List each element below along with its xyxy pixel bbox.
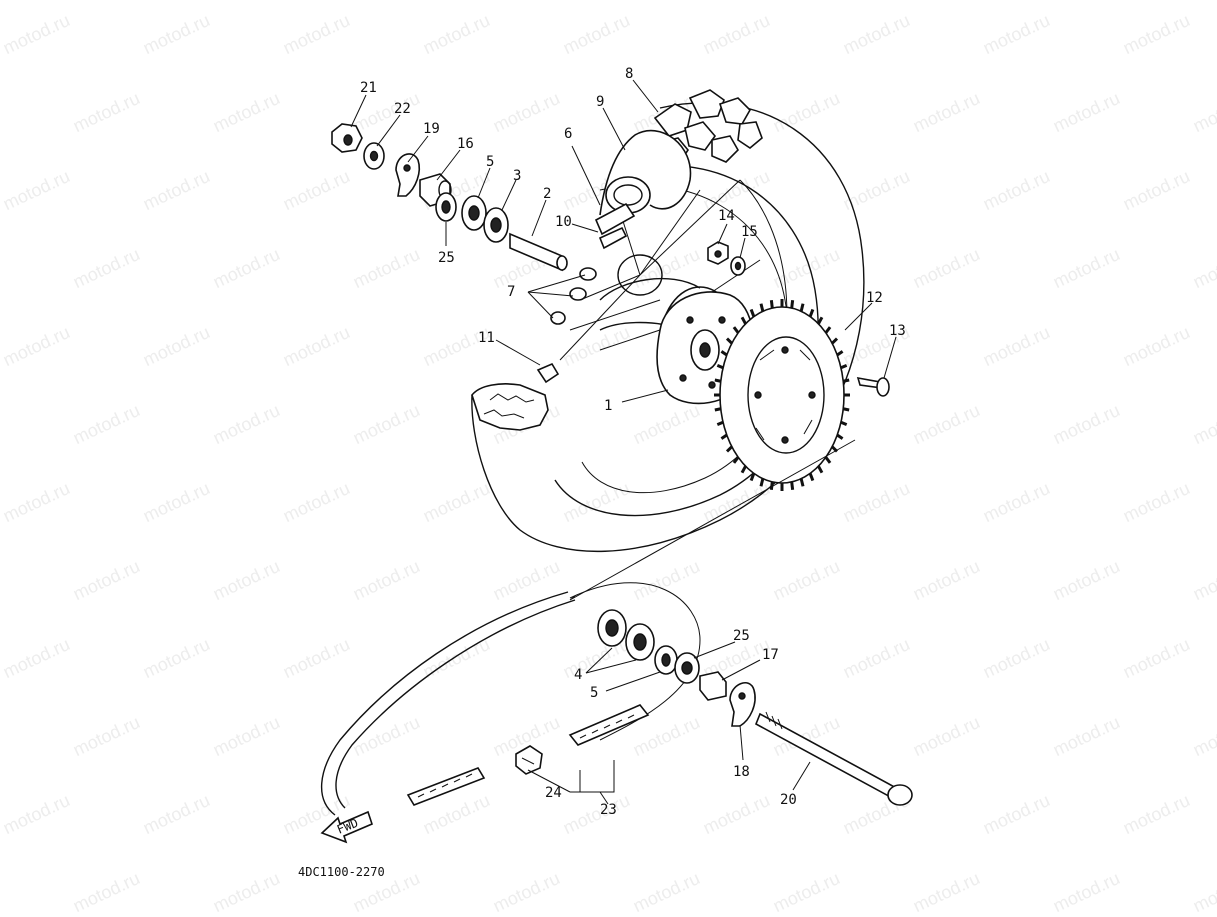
- callout-5-lower: 5: [590, 685, 598, 701]
- sprocket-tooth: [790, 481, 795, 490]
- callout-7: 7: [507, 284, 515, 300]
- collar-right: [699, 671, 727, 701]
- sprocket-tooth: [799, 303, 805, 312]
- sprocket-tooth: [749, 308, 756, 318]
- callout-5-upper: 5: [486, 154, 494, 170]
- sprocket-tooth: [740, 465, 747, 474]
- callout-1: 1: [604, 398, 612, 414]
- sprocket-tooth: [716, 420, 724, 427]
- sprocket-tooth: [769, 300, 774, 309]
- flat-washer: [363, 142, 385, 170]
- callout-17: 17: [762, 647, 779, 663]
- sprocket-tooth: [732, 326, 740, 334]
- callout-12: 12: [866, 290, 883, 306]
- callout-22: 22: [394, 101, 411, 117]
- bearing-right: [597, 609, 655, 661]
- sprocket-tooth: [840, 420, 848, 427]
- callout-10: 10: [555, 214, 572, 230]
- leader-lines: [350, 79, 897, 805]
- sprocket-tooth: [714, 378, 722, 383]
- sprocket-tooth: [732, 456, 740, 464]
- sprocket-tooth: [720, 350, 728, 357]
- sprocket-tooth: [824, 326, 832, 334]
- sprocket-tooth: [790, 300, 795, 309]
- sprocket-tooth: [840, 363, 848, 370]
- sprocket-tooth: [716, 363, 724, 370]
- callout-15: 15: [741, 224, 758, 240]
- fwd-arrow: FWD: [320, 810, 373, 844]
- chain-segment-right: [568, 704, 650, 746]
- callout-16: 16: [457, 136, 474, 152]
- sprocket-tooth: [836, 350, 844, 357]
- sprocket-bolt: [856, 376, 890, 397]
- oil-seal-left: [435, 192, 457, 222]
- callout-20: 20: [780, 792, 797, 808]
- axle-nut: [331, 123, 363, 153]
- callout-25-lower: 25: [733, 628, 750, 644]
- sprocket-tooth: [759, 303, 765, 312]
- drive-chain-loop: [321, 591, 576, 816]
- callout-4: 4: [574, 667, 582, 683]
- chain-segment-left: [406, 767, 486, 806]
- callout-13: 13: [889, 323, 906, 339]
- callout-14: 14: [718, 208, 735, 224]
- inner-tube-and-rim-band: [594, 129, 692, 250]
- callout-9: 9: [596, 94, 604, 110]
- callout-23: 23: [600, 802, 617, 818]
- oil-seal-right: [654, 645, 678, 675]
- chain-joint: [515, 745, 543, 775]
- sprocket-tooth: [725, 445, 733, 453]
- callout-18: 18: [733, 764, 750, 780]
- sprocket-tooth: [720, 433, 728, 440]
- callout-11: 11: [478, 330, 495, 346]
- sprocket-tooth: [769, 481, 774, 490]
- callout-labels: 21 22 19 16 5 3 2 25 6 9 8 10 7 11 1 14 …: [360, 66, 906, 818]
- tire-tread: [653, 89, 763, 163]
- callout-21: 21: [360, 80, 377, 96]
- callout-25-upper: 25: [438, 250, 455, 266]
- sprocket-tooth: [799, 478, 805, 487]
- sprocket-tooth: [842, 378, 850, 383]
- spacer: [509, 232, 568, 272]
- callout-8: 8: [625, 66, 633, 82]
- sprocket-tooth: [714, 407, 722, 412]
- callout-24: 24: [545, 785, 562, 801]
- sprocket-tooth: [808, 308, 815, 318]
- diagram-code: 4DC1100-2270: [298, 865, 385, 879]
- callout-3: 3: [513, 168, 521, 184]
- chain-puller-left: [395, 153, 421, 197]
- callout-6: 6: [564, 126, 572, 142]
- sprocket-nut: [707, 241, 729, 265]
- tire: [471, 89, 865, 553]
- oil-seal-25-right: [674, 652, 700, 684]
- sprocket-tooth: [725, 337, 733, 345]
- rim-band-11: [536, 362, 560, 384]
- sprocket-washer: [730, 256, 746, 276]
- callout-2: 2: [543, 186, 551, 202]
- callout-19: 19: [423, 121, 440, 137]
- wheel-axle: [754, 711, 913, 806]
- chain-puller-right: [729, 682, 756, 727]
- spoke-nipples: [550, 267, 597, 325]
- sprocket-tooth: [749, 472, 756, 482]
- sprocket-tooth: [817, 316, 824, 325]
- bearing-left: [461, 195, 509, 243]
- sprocket-tooth: [836, 433, 844, 440]
- sprocket-tooth: [824, 456, 832, 464]
- rear-sprocket: [714, 299, 850, 491]
- sprocket-tooth: [842, 407, 850, 412]
- sprocket-tooth: [759, 478, 765, 487]
- sprocket-tooth: [740, 316, 747, 325]
- sprocket-tooth: [808, 472, 815, 482]
- sprocket-tooth: [831, 337, 839, 345]
- sprocket-tooth: [817, 465, 824, 474]
